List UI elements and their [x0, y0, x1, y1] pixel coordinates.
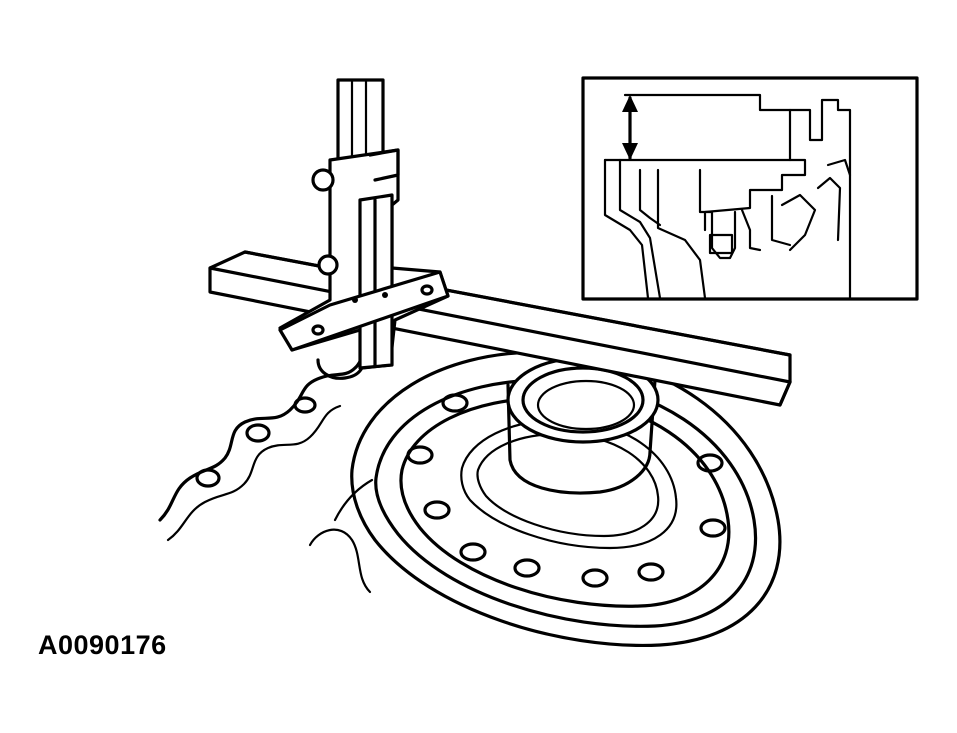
figure-id-label: A0090176: [38, 630, 167, 660]
inset-detail: [581, 76, 919, 301]
side-bearing-seal: [506, 356, 660, 495]
transaxle-case: [158, 350, 374, 594]
vernier-caliper: [278, 78, 450, 370]
